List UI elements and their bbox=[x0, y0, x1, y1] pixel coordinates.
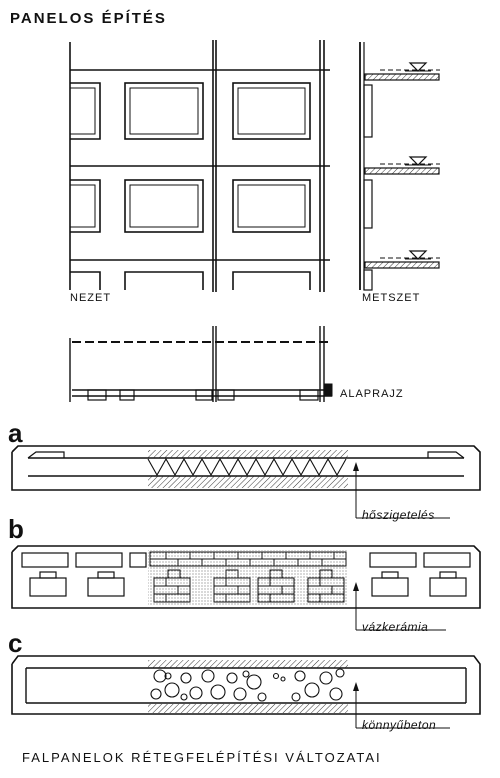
figure-caption: FALPANELOK RÉTEGFELÉPÍTÉSI VÁLTOZATAI bbox=[22, 750, 382, 765]
variant-b-letter: b bbox=[8, 514, 25, 544]
elevation-view bbox=[69, 40, 330, 292]
panel-variant-b bbox=[11, 545, 481, 631]
elevation-label: NEZET bbox=[70, 292, 112, 304]
panel-variant-c bbox=[11, 655, 481, 729]
section-view bbox=[359, 42, 440, 291]
section-label: METSZET bbox=[362, 292, 421, 304]
plan-label: ALAPRAJZ bbox=[340, 388, 404, 400]
variant-a-letter: a bbox=[8, 418, 24, 448]
page-title: PANELOS ÉPÍTÉS bbox=[10, 10, 167, 27]
variant-c-letter: c bbox=[8, 628, 24, 658]
plan-view bbox=[69, 326, 333, 402]
panel-variant-a bbox=[11, 445, 481, 519]
